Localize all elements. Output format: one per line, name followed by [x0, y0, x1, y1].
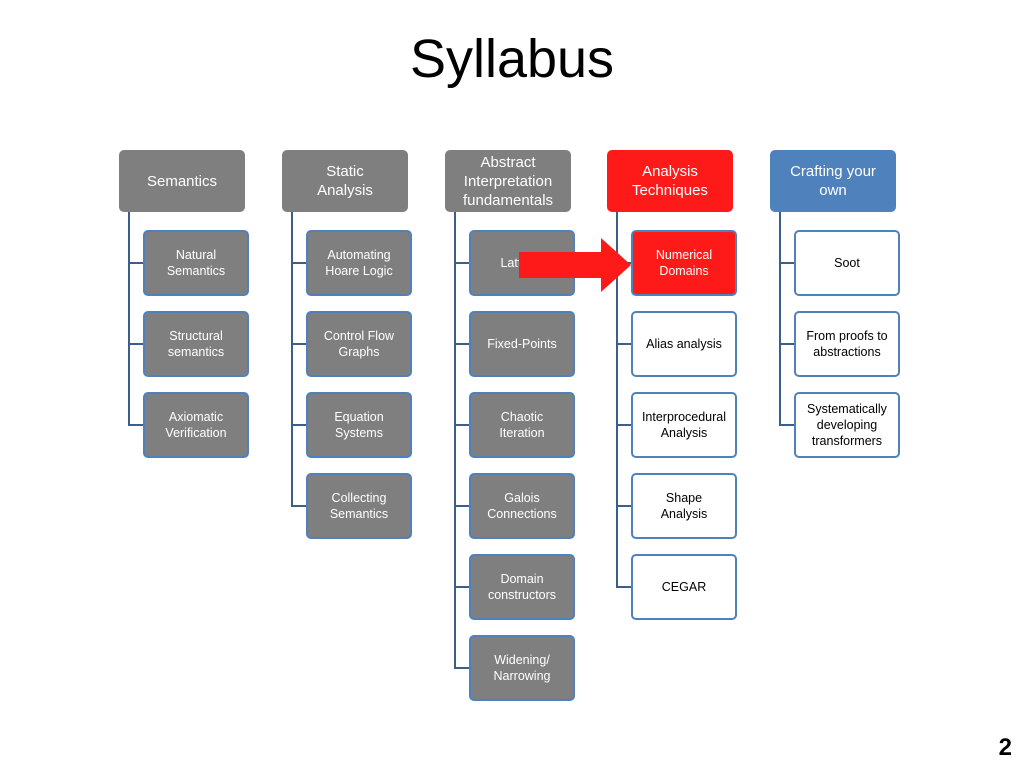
connector-horizontal	[454, 505, 470, 507]
item-alias-analysis: Alias analysis	[631, 311, 737, 377]
column-header-crafting-your-own: Crafting your own	[770, 150, 896, 212]
item-domain-constructors: Domain constructors	[469, 554, 575, 620]
connector-horizontal	[291, 505, 307, 507]
connector-horizontal	[291, 343, 307, 345]
connector-horizontal	[128, 343, 144, 345]
item-soot: Soot	[794, 230, 900, 296]
connector-horizontal	[454, 343, 470, 345]
item-interprocedural-analysis: Interprocedural Analysis	[631, 392, 737, 458]
item-widening-narrowing: Widening/ Narrowing	[469, 635, 575, 701]
connector-vertical	[128, 212, 130, 426]
connector-horizontal	[616, 424, 632, 426]
connector-horizontal	[454, 262, 470, 264]
item-control-flow-graphs: Control Flow Graphs	[306, 311, 412, 377]
column-header-analysis-techniques: Analysis Techniques	[607, 150, 733, 212]
connector-horizontal	[128, 424, 144, 426]
column-header-semantics: Semantics	[119, 150, 245, 212]
connector-vertical	[291, 212, 293, 507]
connector-horizontal	[616, 505, 632, 507]
item-equation-systems: Equation Systems	[306, 392, 412, 458]
connector-vertical	[779, 212, 781, 426]
connector-horizontal	[454, 667, 470, 669]
item-structural-semantics: Structural semantics	[143, 311, 249, 377]
page-number: 2	[998, 734, 1012, 761]
item-galois-connections: Galois Connections	[469, 473, 575, 539]
item-natural-semantics: Natural Semantics	[143, 230, 249, 296]
connector-vertical	[616, 212, 618, 588]
connector-horizontal	[779, 424, 795, 426]
red-arrow-icon	[519, 238, 631, 292]
slide-title: Syllabus	[409, 29, 615, 89]
item-numerical-domains: Numerical Domains	[631, 230, 737, 296]
item-cegar: CEGAR	[631, 554, 737, 620]
connector-horizontal	[616, 586, 632, 588]
connector-horizontal	[779, 262, 795, 264]
item-automating-hoare-logic: Automating Hoare Logic	[306, 230, 412, 296]
item-systematically-developing-transformers: Systematically developing transformers	[794, 392, 900, 458]
item-from-proofs-to-abstractions: From proofs to abstractions	[794, 311, 900, 377]
connector-horizontal	[291, 424, 307, 426]
item-collecting-semantics: Collecting Semantics	[306, 473, 412, 539]
connector-horizontal	[454, 424, 470, 426]
connector-horizontal	[616, 343, 632, 345]
connector-horizontal	[128, 262, 144, 264]
connector-vertical	[454, 212, 456, 669]
column-header-static-analysis: Static Analysis	[282, 150, 408, 212]
item-shape-analysis: Shape Analysis	[631, 473, 737, 539]
connector-horizontal	[454, 586, 470, 588]
connector-horizontal	[779, 343, 795, 345]
connector-horizontal	[291, 262, 307, 264]
item-chaotic-iteration: Chaotic Iteration	[469, 392, 575, 458]
column-header-abstract-interpretation: Abstract Interpretation fundamentals	[445, 150, 571, 212]
item-fixed-points: Fixed-Points	[469, 311, 575, 377]
item-axiomatic-verification: Axiomatic Verification	[143, 392, 249, 458]
